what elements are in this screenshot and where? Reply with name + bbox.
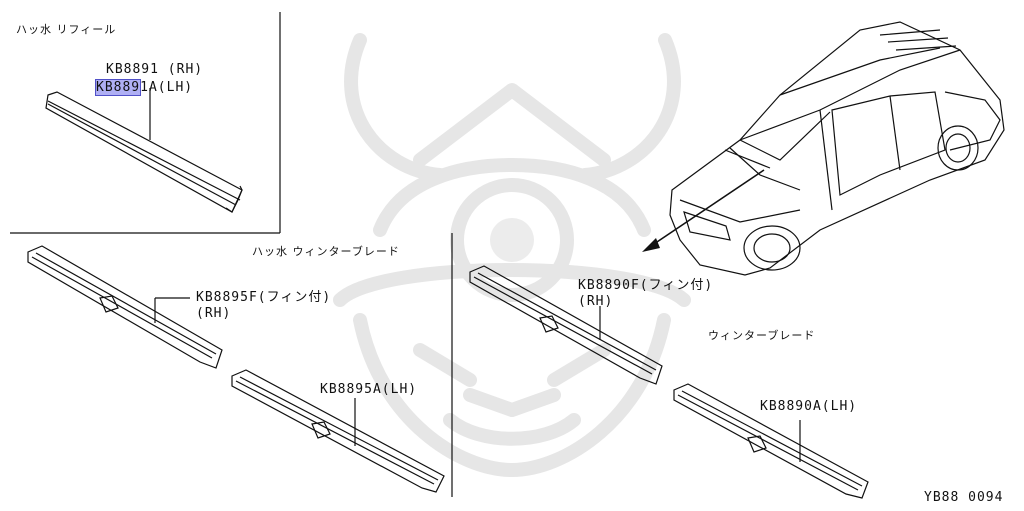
- blade-kb8890a: [673, 383, 869, 499]
- part-label-kb8890a: KB8890A(LH): [760, 399, 858, 414]
- part-label-kb8891a-lh: KB8891A(LH): [94, 79, 194, 96]
- blade-kb8895f: [27, 245, 223, 369]
- refill-strip: [45, 88, 243, 213]
- blade-kb8895a: [231, 369, 445, 493]
- pointer-arrow: [647, 169, 765, 249]
- winter-panel-title: ハッ水 ウィンターブレード: [252, 245, 400, 258]
- blade-kb8890f: [469, 265, 663, 385]
- refill-panel-title: ハッ水 リフィール: [16, 23, 117, 36]
- part-label-kb8891-rh: KB8891 (RH): [106, 62, 204, 77]
- part-label-kb8895f-line2: (RH): [196, 306, 232, 321]
- winter-blade-title: ウィンターブレード: [708, 329, 816, 342]
- pointer-arrowhead: [642, 238, 660, 252]
- part-label-kb8890f-line1: KB8890F(フィン付): [578, 278, 714, 293]
- part-label-kb8895a: KB8895A(LH): [320, 382, 418, 397]
- part-label-kb8890f-line2: (RH): [578, 294, 614, 309]
- car-illustration: [669, 21, 1005, 276]
- figure-code: YB88 0094: [924, 490, 1004, 505]
- part-label-kb8891a-rest: 1A(LH): [140, 80, 194, 95]
- search-highlight: KB889: [94, 79, 142, 96]
- part-label-kb8895f-line1: KB8895F(フィン付): [196, 290, 332, 305]
